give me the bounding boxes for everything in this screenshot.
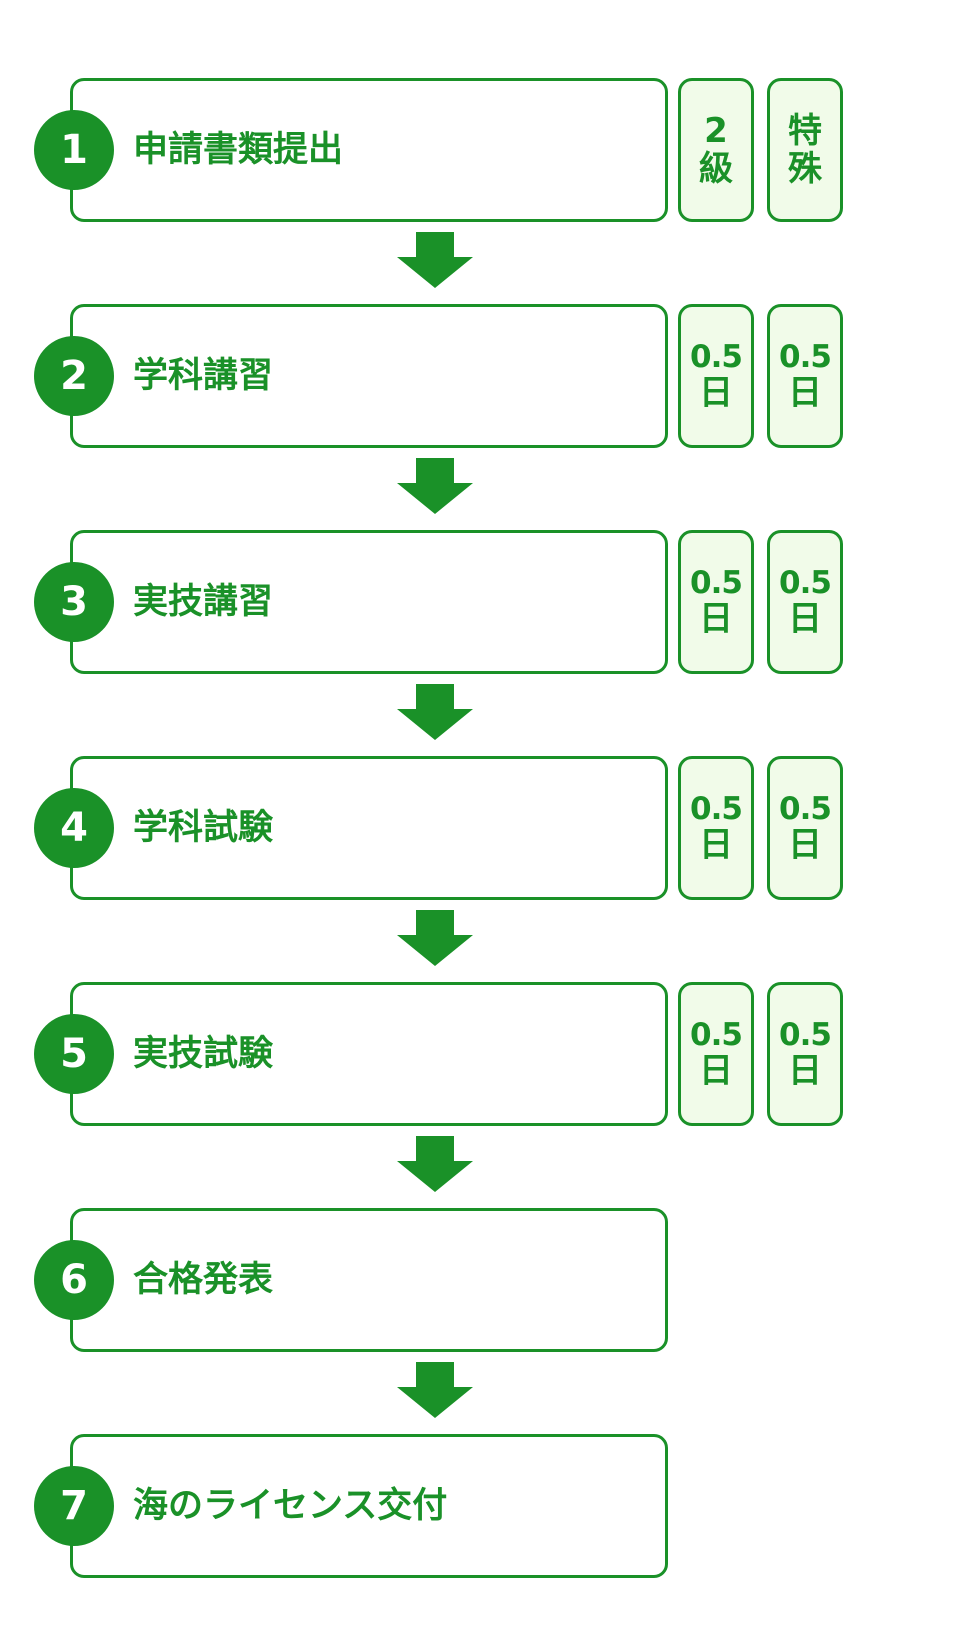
down-arrow-icon [397,1136,473,1192]
duration-unit: 日 [788,373,822,414]
step-number-badge-7: 7 [34,1466,114,1546]
column-header-2kyu: 2 級 [678,78,754,222]
step-number-badge-6: 6 [34,1240,114,1320]
step-box-3 [70,530,668,674]
duration-unit: 日 [699,599,733,640]
duration-value: 0.5 [779,338,832,375]
down-arrow-icon [397,910,473,966]
step-label-7: 海のライセンス交付 [133,1486,448,1526]
step-label-2: 学科講習 [133,356,274,396]
down-arrow-icon [397,458,473,514]
duration-value: 0.5 [779,790,832,827]
duration-unit: 日 [788,825,822,866]
step-number-badge-2: 2 [34,336,114,416]
step-label-6: 合格発表 [133,1260,274,1300]
down-arrow-icon [397,232,473,288]
duration-2kyu-step-2: 0.5 日 [678,304,754,448]
step-label-1: 申請書類提出 [133,130,344,170]
column-header-2kyu-top: 2 [704,110,728,151]
column-header-tokushu-top: 特 [788,110,822,151]
step-label-3: 実技講習 [133,582,274,622]
step-box-5 [70,982,668,1126]
duration-2kyu-step-3: 0.5 日 [678,530,754,674]
duration-value: 0.5 [690,564,743,601]
duration-value: 0.5 [690,790,743,827]
duration-tokushu-step-3: 0.5 日 [767,530,843,674]
column-header-2kyu-bottom: 級 [699,149,733,189]
duration-value: 0.5 [779,1016,832,1053]
step-number-badge-4: 4 [34,788,114,868]
duration-unit: 日 [699,825,733,866]
duration-value: 0.5 [779,564,832,601]
step-box-4 [70,756,668,900]
step-label-4: 学科試験 [133,808,274,848]
duration-tokushu-step-2: 0.5 日 [767,304,843,448]
duration-value: 0.5 [690,1016,743,1053]
step-label-5: 実技試験 [133,1034,274,1074]
down-arrow-icon [397,1362,473,1418]
duration-unit: 日 [788,1051,822,1092]
down-arrow-icon [397,684,473,740]
step-box-1 [70,78,668,222]
duration-2kyu-step-4: 0.5 日 [678,756,754,900]
column-header-tokushu: 特 殊 [767,78,843,222]
duration-unit: 日 [699,1051,733,1092]
step-box-2 [70,304,668,448]
duration-2kyu-step-5: 0.5 日 [678,982,754,1126]
step-box-6 [70,1208,668,1352]
duration-tokushu-step-5: 0.5 日 [767,982,843,1126]
step-number-badge-5: 5 [34,1014,114,1094]
duration-value: 0.5 [690,338,743,375]
step-number-badge-1: 1 [34,110,114,190]
duration-unit: 日 [788,599,822,640]
step-number-badge-3: 3 [34,562,114,642]
column-header-tokushu-bottom: 殊 [788,149,822,189]
duration-unit: 日 [699,373,733,414]
duration-tokushu-step-4: 0.5 日 [767,756,843,900]
